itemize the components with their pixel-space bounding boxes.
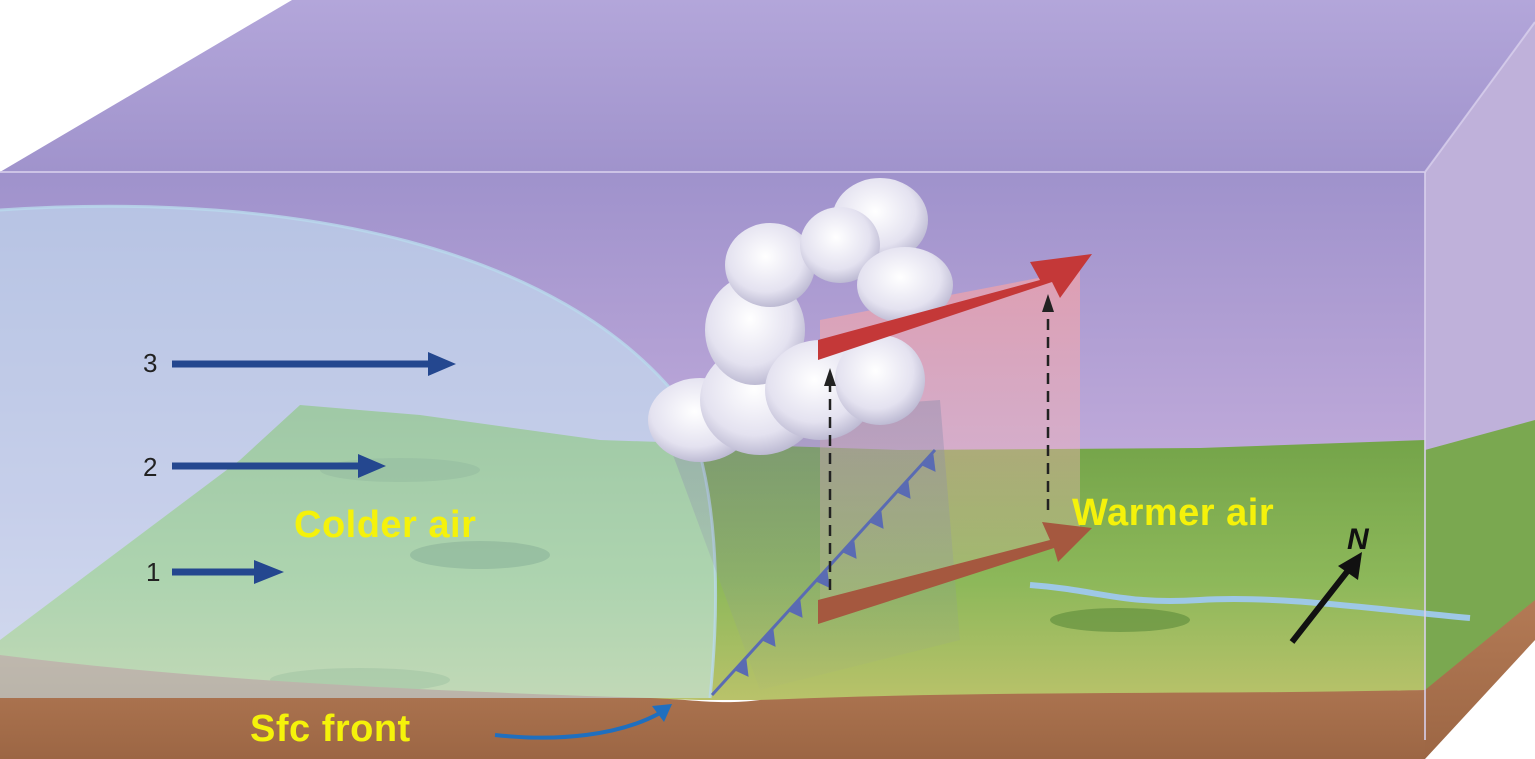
level-2-arrow [172, 454, 386, 478]
river [1029, 582, 1471, 621]
soil-front [0, 655, 1425, 759]
sfc-front-pointer [494, 704, 672, 740]
rising-air-arrow-left [824, 368, 836, 590]
right-face-soil [1425, 600, 1535, 759]
warm-air-upper-arrow [818, 254, 1092, 360]
level-3-arrow [172, 352, 456, 376]
level-1-arrow [172, 560, 284, 584]
cloud-icon [648, 178, 953, 462]
level-3-label: 3 [143, 348, 158, 378]
compass-arrow-icon [1289, 552, 1362, 644]
level-2-label: 2 [143, 452, 158, 482]
level-1-label: 1 [146, 557, 161, 587]
warm-air-lower-arrow [818, 522, 1092, 624]
warmer-air-label: Warmer air [1072, 492, 1275, 534]
colder-air-label: Colder air [294, 504, 477, 546]
cold-front-symbol [710, 448, 937, 697]
field-patch [1050, 608, 1190, 632]
sfc-front-label: Sfc front [250, 708, 411, 750]
cold-air-dome-edge [0, 204, 718, 699]
rising-air-arrow-right [1042, 294, 1054, 510]
compass-north-label: N [1347, 523, 1369, 556]
rain-shaft [660, 400, 960, 690]
block-top-face [0, 0, 1535, 172]
